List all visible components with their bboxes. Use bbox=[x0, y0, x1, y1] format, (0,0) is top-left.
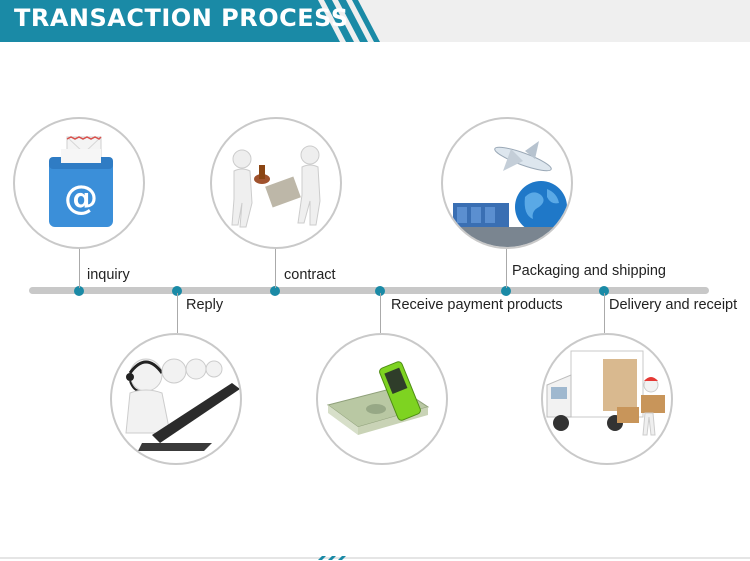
connector-inquiry bbox=[79, 246, 80, 288]
delivery-truck-icon bbox=[546, 350, 665, 436]
shipping-image bbox=[441, 117, 573, 249]
timeline-dot-inquiry bbox=[74, 286, 84, 296]
cash-phone-icon bbox=[326, 361, 430, 435]
timeline-dot-contract bbox=[270, 286, 280, 296]
timeline-dot-shipping bbox=[501, 286, 511, 296]
email-mailbox-icon: @ bbox=[49, 136, 113, 227]
inquiry-image: @ bbox=[13, 117, 145, 249]
reply-image bbox=[110, 333, 242, 465]
contract-figures-icon bbox=[231, 145, 321, 228]
delivery-image bbox=[541, 333, 673, 465]
contract-image bbox=[210, 117, 342, 249]
step-label-reply: Reply bbox=[186, 297, 224, 313]
svg-text:@: @ bbox=[64, 178, 98, 218]
header-stripes bbox=[0, 0, 380, 42]
timeline-line bbox=[29, 287, 709, 294]
connector-contract bbox=[275, 246, 276, 288]
step-label-inquiry: inquiry bbox=[87, 267, 130, 283]
timeline-dot-reply bbox=[172, 286, 182, 296]
timeline-dot-payment bbox=[375, 286, 385, 296]
plane-globe-icon bbox=[443, 141, 571, 247]
payment-image bbox=[316, 333, 448, 465]
step-label-payment: Receive payment products bbox=[391, 297, 563, 313]
step-label-delivery: Delivery and receipt bbox=[609, 297, 738, 313]
connector-shipping bbox=[506, 246, 507, 288]
bottom-stripes bbox=[318, 556, 346, 560]
call-center-icon bbox=[125, 358, 240, 451]
bottom-rule bbox=[0, 557, 750, 559]
connector-delivery bbox=[604, 293, 605, 333]
connector-payment bbox=[380, 293, 381, 333]
page-title: TRANSACTION PROCESS bbox=[14, 4, 349, 32]
connector-reply bbox=[177, 293, 178, 333]
timeline-dot-delivery bbox=[599, 286, 609, 296]
step-label-shipping: Packaging and shipping bbox=[512, 263, 666, 279]
step-label-contract: contract bbox=[284, 267, 336, 283]
